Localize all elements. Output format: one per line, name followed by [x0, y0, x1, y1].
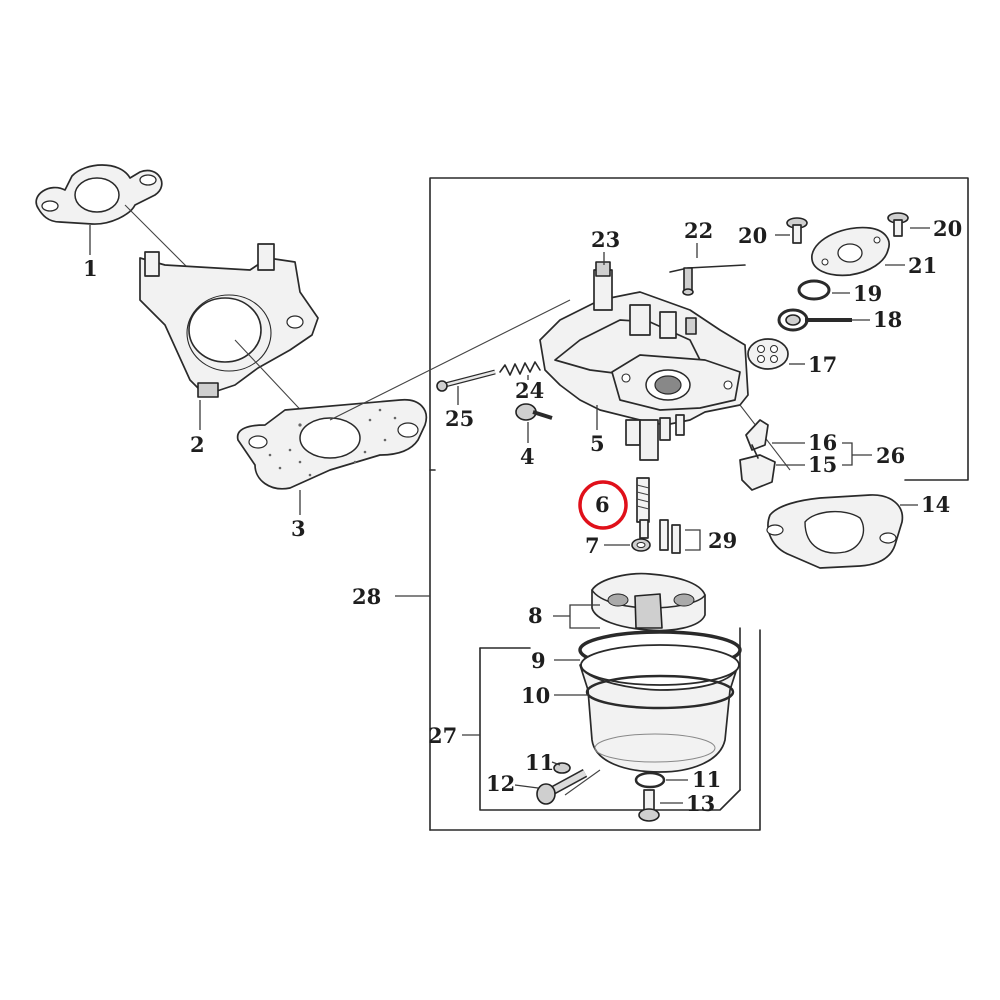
label-part-3: 3 — [291, 516, 306, 541]
part-10-float-bowl — [579, 644, 740, 773]
label-part-26: 26 — [876, 443, 906, 468]
part-7-nut — [631, 538, 651, 552]
assembly-28-bottom-rail — [429, 629, 761, 831]
label-part-11b: 11 — [692, 767, 722, 792]
part-21-float-cover — [811, 226, 890, 277]
label-part-18: 18 — [873, 307, 903, 332]
part-14-gasket — [766, 494, 904, 569]
label-part-13: 13 — [686, 791, 716, 816]
label-part-25: 25 — [445, 406, 475, 431]
label-part-15: 15 — [808, 452, 838, 477]
label-part-17: 17 — [808, 352, 838, 377]
part-22-choke-lever — [669, 264, 746, 296]
part-2-insulator-plate — [139, 243, 319, 398]
part-20a-screw — [786, 217, 808, 244]
centerline-2-3 — [234, 339, 311, 421]
label-part-12: 12 — [486, 771, 516, 796]
bracket-29 — [685, 529, 701, 551]
label-part-27: 27 — [428, 723, 458, 748]
part-20b-screw — [887, 212, 909, 237]
part-12-bowl-bolt — [536, 769, 588, 805]
label-part-4: 4 — [520, 444, 535, 469]
label-part-11a: 11 — [525, 750, 555, 775]
part-4-throttle-screw — [515, 403, 553, 421]
part-24-spring — [499, 361, 541, 376]
label-part-20a: 20 — [738, 223, 768, 248]
highlight-ring — [578, 480, 628, 530]
part-8-float — [591, 572, 706, 632]
label-part-10: 10 — [521, 683, 551, 708]
leader-12 — [514, 784, 539, 789]
part-16-fitting — [745, 419, 769, 451]
part-3-gasket — [236, 399, 428, 490]
leader-11a — [551, 761, 561, 766]
centerline-3-body — [329, 299, 571, 421]
label-part-29: 29 — [708, 528, 738, 553]
part-17-gasket — [747, 338, 789, 370]
label-part-7: 7 — [585, 533, 600, 558]
part-11a-washer — [553, 762, 571, 774]
bracket-26 — [842, 442, 853, 466]
part-5-carburetor-body — [539, 261, 749, 461]
assembly-28-bracket — [429, 177, 969, 481]
part-19-o-ring — [797, 279, 831, 301]
part-29-jets — [659, 519, 681, 554]
label-part-16: 16 — [808, 430, 838, 455]
part-25-screw — [436, 369, 496, 392]
part-6-main-jet — [636, 477, 650, 539]
label-part-21: 21 — [908, 253, 938, 278]
part-11b-washer — [634, 771, 666, 789]
centerline-12 — [564, 769, 601, 796]
label-part-24: 24 — [515, 378, 545, 403]
part-1-flange-gasket — [35, 164, 163, 225]
label-part-14: 14 — [921, 492, 951, 517]
part-13-drain-screw — [638, 789, 660, 822]
label-part-28: 28 — [352, 584, 382, 609]
label-part-2: 2 — [190, 432, 205, 457]
label-part-19: 19 — [853, 281, 883, 306]
label-part-20b: 20 — [933, 216, 963, 241]
label-part-6: 6 — [595, 492, 610, 517]
label-part-23: 23 — [591, 227, 621, 252]
part-18-needle-valve — [777, 308, 852, 332]
part-15-fitting — [739, 444, 776, 491]
label-part-22: 22 — [684, 218, 714, 243]
assembly-27-left-rail — [479, 647, 741, 811]
label-part-1: 1 — [83, 256, 98, 281]
centerline-1-2 — [124, 204, 191, 271]
label-part-5: 5 — [590, 431, 605, 456]
label-part-9: 9 — [531, 648, 546, 673]
label-part-8: 8 — [528, 603, 543, 628]
